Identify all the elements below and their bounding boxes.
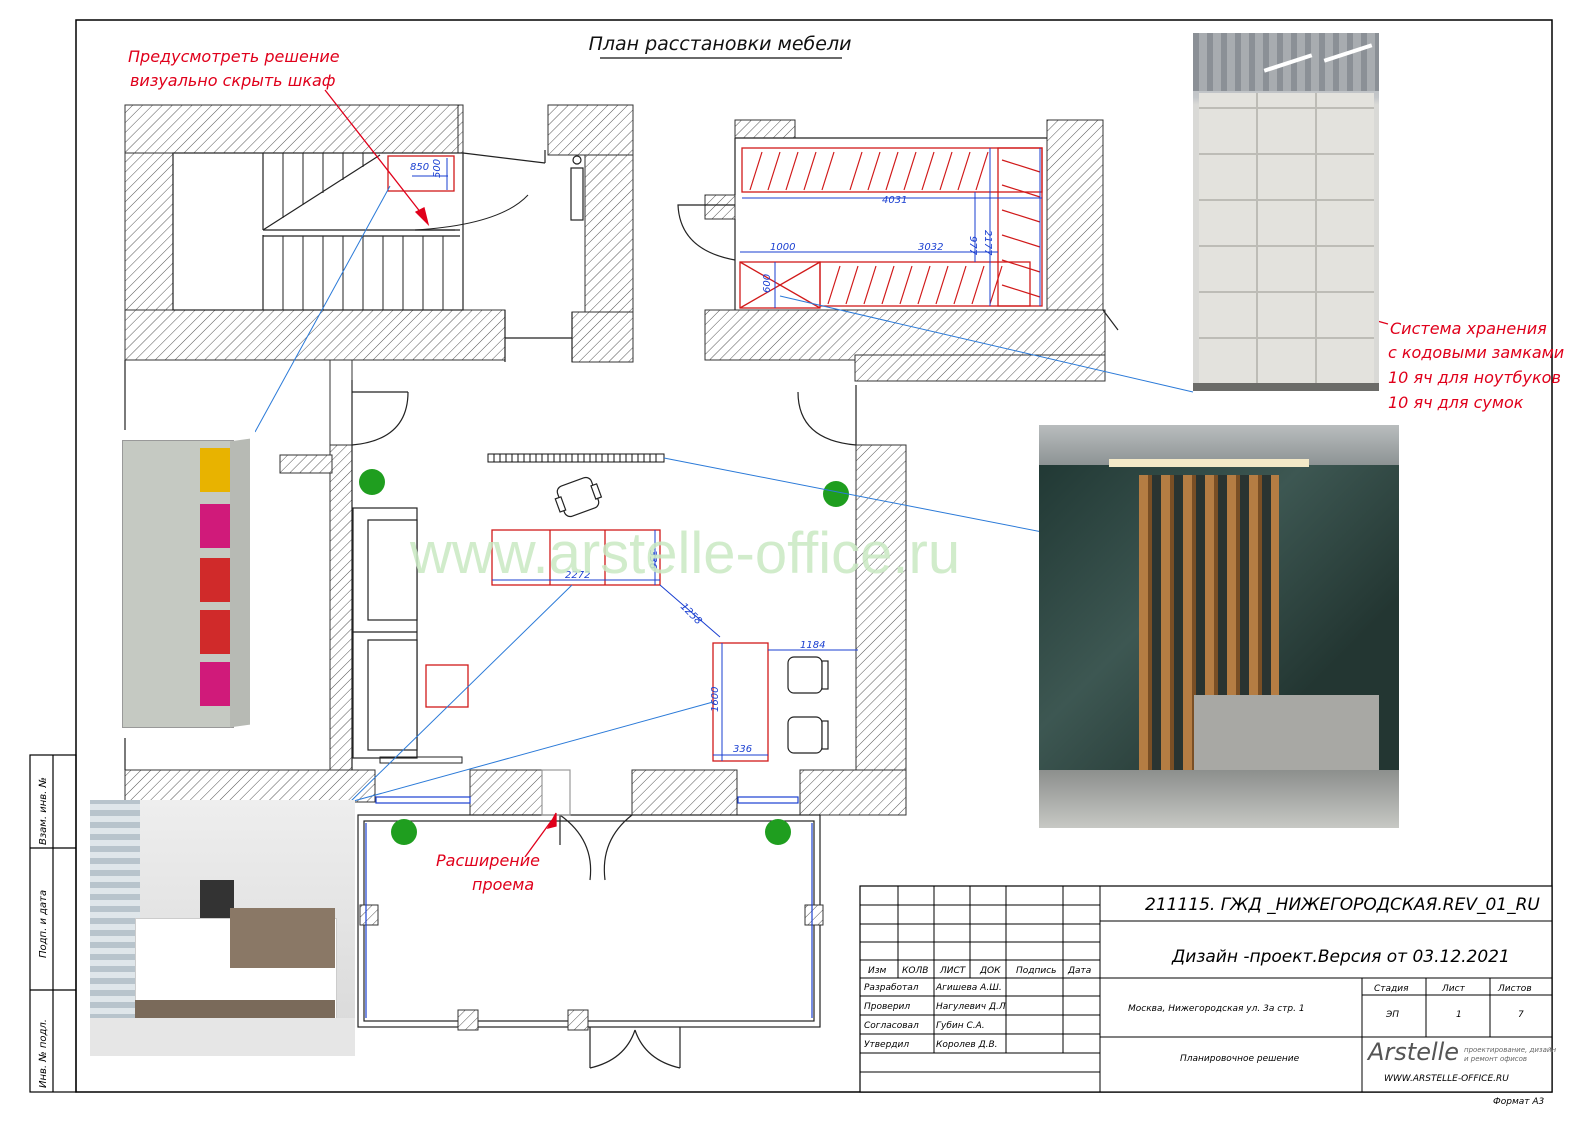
wardrobe-room [677,137,1119,331]
radiator [379,756,463,764]
dim-977: 977 [967,236,978,256]
header-cell: КОЛВ [902,966,928,976]
sheets-value: 7 [1518,1010,1524,1020]
name-cell: Агишева А.Ш. [935,983,1002,993]
plant-icon [765,819,791,845]
dim-336b: 336 [733,744,752,755]
reception-desk-photo [90,800,355,1056]
name-cell: Губин С.А. [936,1021,985,1031]
columns [359,904,824,1031]
header-cell: Изм [868,966,887,976]
role-cell: Разработал [864,983,919,993]
note-storage: с кодовыми замками [1388,343,1564,362]
desk-2272 [491,529,661,586]
project-version: Дизайн -проект.Версия от 03.12.2021 [1171,947,1510,967]
role-cell: Проверил [864,1002,910,1012]
dim-600: 600 [762,274,773,293]
cabinet-photo [104,430,255,738]
sheet-value: 1 [1456,1010,1462,1020]
walls [124,104,1106,816]
note-hide-cabinet: Предусмотреть решение [128,47,340,66]
dim-2177: 2177 [982,230,993,256]
wardrobe-side [997,147,1043,307]
cabinet [387,155,455,192]
plant-icon [823,481,849,507]
header-cell: Подпись [1016,966,1056,976]
role-cell: Утвердил [864,1040,909,1050]
side-stamp [29,754,77,1093]
note-storage: 10 яч для сумок [1388,393,1524,412]
title-block [859,885,1553,1093]
stamp-label: Инв. № подл. [38,1019,49,1088]
header-cell: Дата [1067,966,1091,976]
slat-partition [487,453,665,463]
dim-2272: 2272 [565,570,590,581]
project-code: 211115. ГЖД _НИЖЕГОРОДСКАЯ.REV_01_RU [1145,895,1540,915]
header-cell: ДОК [979,966,1001,976]
note-storage: 10 яч для ноутбуков [1388,368,1561,387]
locker-photo [1193,33,1379,391]
dim-3032: 3032 [918,242,943,253]
note-hide-cabinet: визуально скрыть шкаф [130,71,335,90]
wall [124,104,462,154]
format-label: Формат А3 [1493,1097,1545,1107]
dim-1258: 1258 [678,601,704,627]
dim-4031: 4031 [882,195,907,206]
sheet-frame [75,19,1553,1093]
dim-850: 850 [410,162,429,173]
stage-label: Стадия [1374,984,1409,994]
side-stamp-labels: Взам. инв. № Подп. и дата Инв. № подл. [38,777,49,1088]
stage-value: ЭП [1385,1010,1399,1020]
title-block-headers: Изм КОЛВ ЛИСТ ДОК Подпись Дата Разработа… [864,966,1532,1064]
cabinet-600 [739,261,821,309]
reception-photo [1039,425,1399,828]
sofa [352,507,418,759]
name-cell: Королев Д.В. [936,1040,998,1050]
sheets-label: Листов [1497,984,1532,994]
note-storage: Система хранения [1390,319,1547,338]
dim-1000: 1000 [770,242,795,253]
name-cell: Нагулевич Д.Л [936,1002,1006,1012]
note-opening: Расширение [436,851,540,870]
website: WWW.ARSTELLE-OFFICE.RU [1384,1074,1509,1084]
logo-tagline: и ремонт офисов [1464,1055,1527,1063]
logo-tagline: проектирование, дизайн [1464,1046,1556,1054]
windows [365,796,813,1018]
stamp-label: Взам. инв. № [38,777,49,845]
dimension-lines [412,148,1042,761]
stair-room [172,150,584,362]
drawing-title: План расстановки мебели [589,33,852,55]
annotations: Предусмотреть решение визуально скрыть ш… [128,47,1564,894]
sheet-name: Планировочное решение [1180,1054,1300,1064]
dim-500: 500 [432,159,443,178]
red-arrows [324,89,1389,858]
watermark: www.arstelle-office.ru [410,521,961,586]
sheet-label: Лист [1441,984,1466,994]
hangers [749,151,1041,305]
title-block-grid [860,886,1552,1092]
role-cell: Согласовал [864,1021,919,1031]
plants [359,469,849,845]
plant-icon [391,819,417,845]
chairs [554,476,829,754]
address: Москва, Нижегородская ул. 3а стр. 1 [1128,1004,1305,1014]
dim-336a: 336 [647,550,658,569]
logo: Arstelle [1366,1038,1459,1066]
header-cell: ЛИСТ [939,966,967,976]
note-opening: проема [472,875,534,894]
side-table [425,664,469,708]
dim-1600: 1600 [710,687,721,712]
stamp-label: Подп. и дата [38,890,49,958]
dim-1184: 1184 [800,640,825,651]
plant-icon [359,469,385,495]
